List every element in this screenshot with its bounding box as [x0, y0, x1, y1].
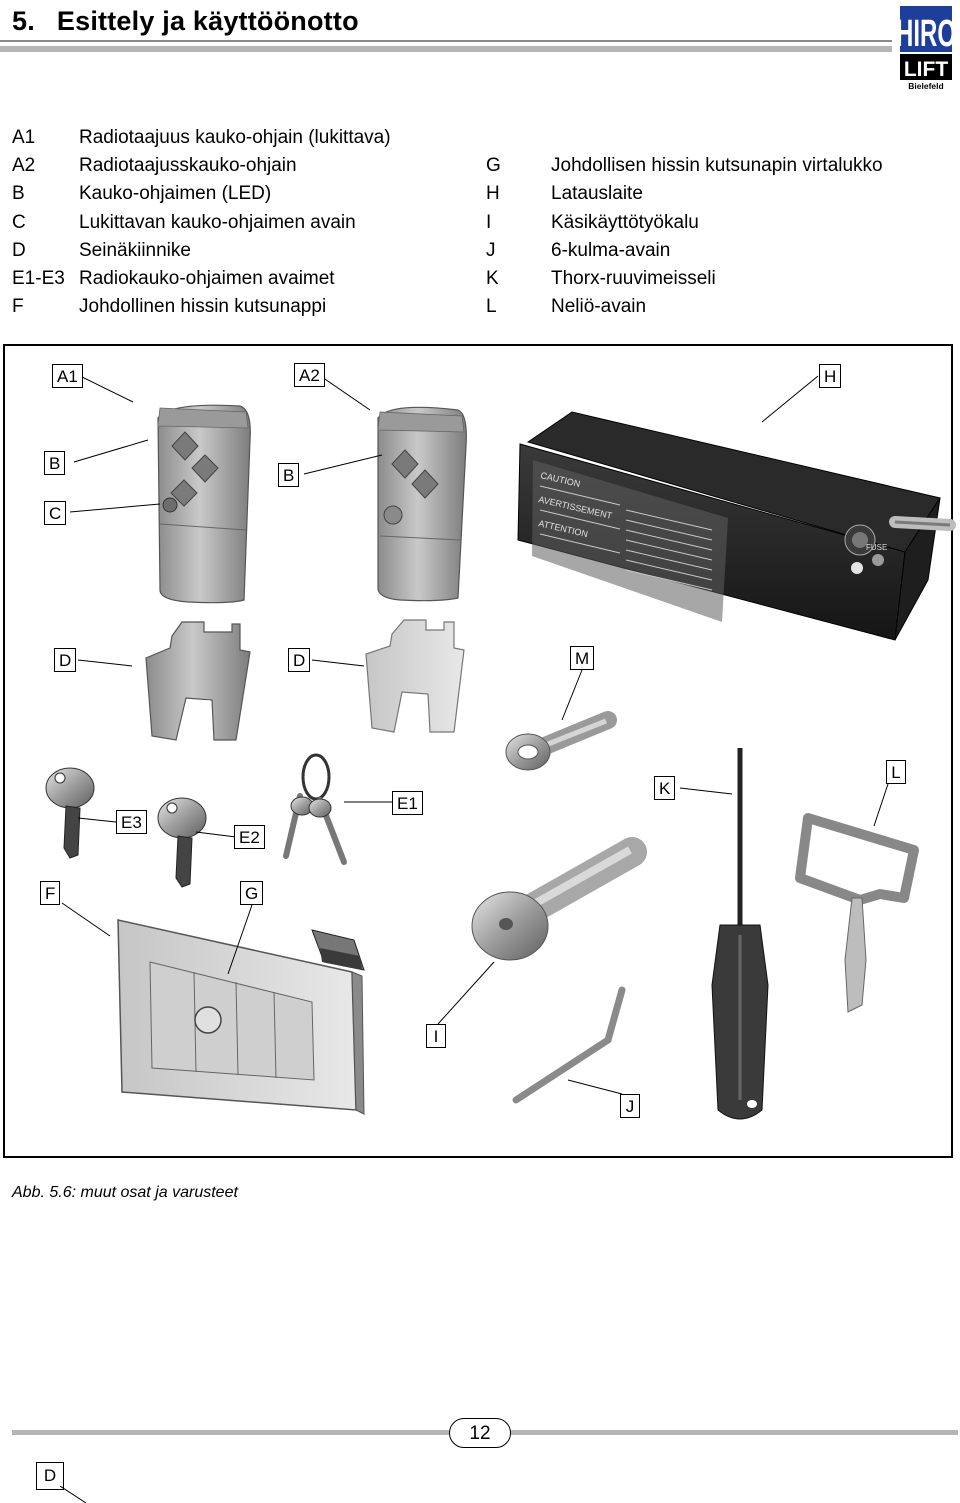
screwdriver-k — [711, 748, 769, 1120]
key-e3 — [45, 767, 95, 859]
callout-d-left: D — [54, 648, 77, 672]
logo-line1: HIRO — [900, 11, 952, 54]
wall-bracket-d2 — [365, 619, 465, 733]
square-key-l — [795, 813, 919, 1013]
callout-g: G — [240, 881, 264, 905]
callout-c: C — [44, 501, 67, 525]
remote-a1 — [157, 404, 251, 604]
language-code: D — [36, 1462, 64, 1490]
page-title: 5. Esittely ja käyttöönotto — [12, 6, 359, 37]
callout-i: I — [426, 1024, 446, 1048]
logo-line2: LIFT — [904, 58, 948, 81]
header-rule-thin — [0, 40, 892, 42]
callout-l: L — [886, 760, 906, 784]
logo-bottom-block — [900, 54, 952, 80]
leader-lines — [61, 374, 889, 1095]
page-number: 12 — [449, 1418, 511, 1448]
wall-bracket-d1 — [145, 621, 251, 741]
figure-caption: Abb. 5.6: muut osat ja varusteet — [12, 1184, 238, 1201]
fuse-label: FUSE — [866, 543, 887, 552]
callout-d-right: D — [288, 648, 311, 672]
callout-e3: E3 — [116, 810, 147, 834]
manual-crank-i — [471, 837, 647, 961]
callout-e2: E2 — [234, 825, 265, 849]
call-button-panel-f — [117, 919, 365, 1115]
callout-b-left: B — [44, 451, 66, 475]
callout-k: K — [654, 776, 676, 800]
keyring-e1 — [283, 753, 347, 865]
callout-e1: E1 — [392, 791, 423, 815]
key-e2 — [157, 797, 207, 888]
charger-h: CAUTION AVERTISSEMENT ATTENTION FUSE — [517, 411, 956, 641]
remote-a2 — [377, 406, 467, 602]
callout-j: J — [620, 1094, 640, 1118]
section-title: Esittely ja käyttöönotto — [56, 6, 359, 36]
language-tab-line — [60, 1486, 87, 1503]
callout-m: M — [570, 646, 595, 670]
power-lock-g — [311, 929, 365, 971]
hex-key-j — [512, 986, 626, 1104]
callout-h: H — [819, 364, 842, 388]
section-number: 5. — [12, 6, 35, 36]
callout-a2: A2 — [294, 363, 325, 387]
hiro-lift-logo: HIRO LIFT Bielefeld — [900, 6, 952, 90]
logo-top-block — [900, 6, 952, 52]
callout-f: F — [40, 881, 61, 905]
eye-bolt-m — [505, 711, 617, 771]
logo-line3: Bielefeld — [908, 81, 943, 90]
charger-text-lines — [539, 485, 713, 591]
header-rule — [0, 46, 892, 52]
callout-b-right: B — [278, 463, 300, 487]
callout-a1: A1 — [52, 364, 83, 388]
